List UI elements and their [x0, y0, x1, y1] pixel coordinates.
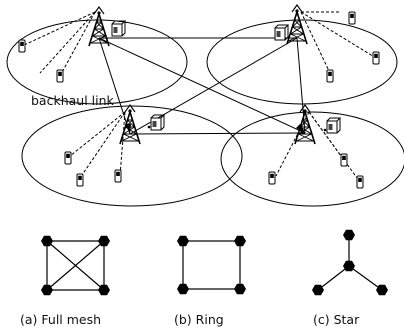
phone-icon — [76, 173, 84, 187]
caption-ring: (b) Ring — [174, 312, 224, 327]
mesh-nodes — [41, 235, 110, 296]
phone-icon — [326, 69, 334, 83]
phone-icon — [114, 169, 122, 183]
phone-icon — [356, 175, 364, 189]
phone-icon — [18, 39, 26, 53]
backhaul-label: backhaul link — [31, 93, 115, 108]
server-icon — [111, 20, 126, 37]
ring-nodes — [177, 235, 246, 295]
tower-icon — [88, 6, 110, 47]
phone-icon — [64, 151, 72, 165]
cell-bottom-right — [220, 111, 404, 207]
server-icon — [150, 114, 165, 131]
phone-icon — [348, 11, 356, 25]
connector-dots — [147, 125, 327, 132]
topology-ring — [182, 240, 241, 290]
wireless-links — [21, 11, 377, 183]
caption-full-mesh: (a) Full mesh — [20, 312, 101, 327]
server-icon — [326, 117, 341, 134]
star-nodes — [312, 229, 388, 296]
topology-full-mesh — [46, 240, 105, 291]
tower-icon — [294, 104, 316, 145]
phone-icon — [268, 171, 276, 185]
caption-star: (c) Star — [313, 312, 360, 327]
phone-icon — [340, 153, 348, 167]
phone-icon — [372, 51, 380, 65]
cell-top-left — [6, 19, 188, 105]
cell-top-right — [206, 19, 398, 105]
cell-bottom-left — [21, 105, 243, 207]
phone-icon — [56, 69, 64, 83]
